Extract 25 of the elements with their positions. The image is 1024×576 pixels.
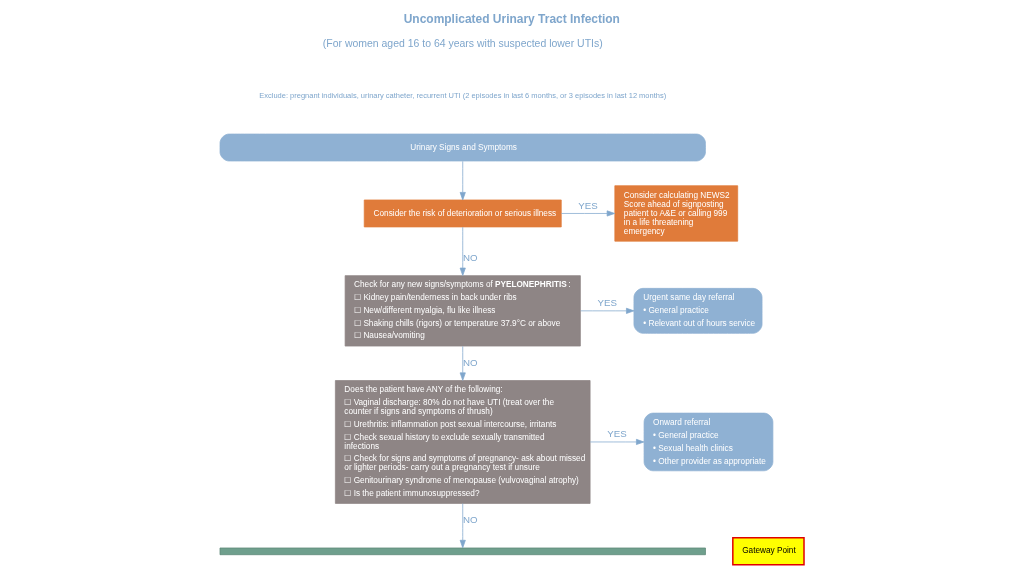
arrow bbox=[459, 345, 466, 381]
node-box: Urinary Signs and Symptoms bbox=[219, 133, 706, 162]
node-box: Consider the risk of deterioration or serious illness bbox=[363, 199, 562, 228]
node-box: Consider calculating NEWS2 Score ahead of signposting patient to A&E or calling 999 in a life threatening emergency bbox=[614, 185, 739, 242]
arrow bbox=[561, 210, 615, 217]
arrow bbox=[589, 438, 645, 445]
node-box: Urgent same day referral • General practice • Relevant out of hours service bbox=[633, 288, 763, 334]
arrow bbox=[580, 307, 635, 314]
node-bar bbox=[219, 547, 706, 556]
edge-label: YES bbox=[578, 199, 598, 211]
label: (For women aged 16 to 64 years with suspected lower UTIs) bbox=[322, 37, 603, 49]
arrow bbox=[459, 160, 466, 201]
node-box: Gateway Point bbox=[732, 537, 805, 566]
label: Exclude: pregnant individuals, urinary catheter, recurrent UTI (2 episodes in last 6 months, or 3 episodes in last 12 months) bbox=[259, 90, 667, 100]
node-box: Onward referral • General practice • Sexual health clinics • Other provider as appropriate bbox=[643, 412, 774, 472]
node-box: Does the patient have ANY of the following: ☐ Vaginal discharge: 80% do not have UTI (treat over the counter if signs and symptoms of thrush) ☐ Urethritis: inflammation post sexual intercourse, irritants ☐ Check sexual history to exclude sexually transmitted infections ☐ Check for signs and symptoms of pregnancy- ask about missed or lighter periods- carry out a pregnancy test if unsure ☐ Genitourinary syndrome of menopause (vulvovaginal atrophy) ☐ Is the patient immunosuppressed? bbox=[335, 380, 591, 504]
edge-label: NO bbox=[462, 356, 478, 368]
edge-label: NO bbox=[462, 514, 478, 526]
edge-label: YES bbox=[597, 296, 617, 308]
diagram-title: Uncomplicated Urinary Tract Infection bbox=[403, 12, 620, 27]
arrow bbox=[459, 226, 466, 276]
arrow bbox=[459, 503, 466, 549]
edge-label: NO bbox=[462, 251, 478, 263]
node-box: Check for any new signs/symptoms of PYELONEPHRITIS: ☐ Kidney pain/tenderness in back under ribs ☐ New/different myalgia, flu like illness ☐ Shaking chills (rigors) or temperature 37.9°C or above ☐ Nausea/vomiting bbox=[344, 275, 581, 347]
edge-label: YES bbox=[607, 428, 627, 440]
